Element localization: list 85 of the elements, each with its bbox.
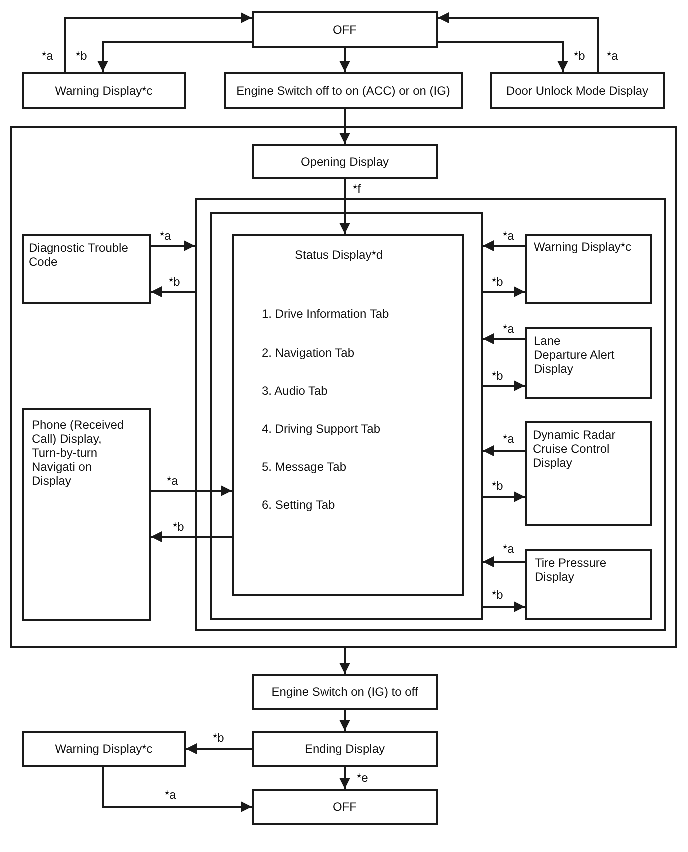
state-box bbox=[252, 731, 438, 767]
arrow bbox=[340, 648, 350, 674]
arrow bbox=[151, 286, 195, 298]
arrow bbox=[483, 446, 525, 456]
edge-label: *a bbox=[41, 49, 54, 63]
box-title: Status Display*d bbox=[295, 248, 384, 262]
arrow bbox=[64, 12, 252, 72]
state-box bbox=[525, 549, 652, 620]
arrow bbox=[483, 286, 525, 298]
box-label: Diagnostic Trouble Code bbox=[29, 241, 130, 269]
edge-label: *a bbox=[502, 432, 516, 446]
box-label: Warning Display*c bbox=[55, 742, 153, 756]
box-label: Ending Display bbox=[304, 742, 386, 756]
arrow bbox=[483, 240, 525, 252]
arrow bbox=[98, 41, 252, 72]
box-label: Dynamic Radar Cruise Control Display bbox=[533, 428, 617, 470]
state-box bbox=[525, 421, 652, 526]
tab-list-item: 3. Audio Tab bbox=[262, 384, 328, 398]
tab-list-item: 5. Message Tab bbox=[262, 460, 346, 474]
edge-label: *a bbox=[164, 788, 178, 802]
arrow bbox=[102, 767, 252, 812]
arrow bbox=[151, 486, 232, 496]
box-label: OFF bbox=[333, 800, 357, 814]
box-label: Warning Display*c bbox=[55, 84, 153, 98]
box-label: Lane Departure Alert Display bbox=[534, 334, 616, 376]
edge-label: *a bbox=[502, 322, 516, 336]
state-box bbox=[22, 234, 151, 304]
edge-label: *a bbox=[606, 49, 620, 63]
tab-list-item: 2. Navigation Tab bbox=[262, 346, 355, 360]
box-label: OFF bbox=[333, 22, 357, 36]
arrow bbox=[340, 179, 350, 234]
edge-label: *b bbox=[172, 520, 186, 534]
arrow bbox=[483, 492, 525, 502]
arrow bbox=[340, 710, 350, 731]
edge-label: *a bbox=[502, 229, 516, 243]
edge-label: *b bbox=[212, 731, 226, 745]
state-box bbox=[22, 731, 186, 767]
arrow bbox=[186, 744, 252, 754]
edge-label: *a bbox=[502, 542, 516, 556]
box-label: Engine Switch on (IG) to off bbox=[272, 685, 418, 699]
arrow bbox=[340, 48, 350, 72]
tab-list-item: 4. Driving Support Tab bbox=[262, 422, 381, 436]
state-box bbox=[525, 234, 652, 304]
edge-label: *b bbox=[491, 588, 504, 602]
edge-label: *e bbox=[356, 771, 370, 785]
tab-list-item: 6. Setting Tab bbox=[262, 498, 336, 512]
edge-label: *a bbox=[159, 229, 172, 243]
state-box bbox=[224, 72, 463, 109]
group-frame bbox=[10, 126, 677, 648]
arrow bbox=[438, 41, 568, 72]
edge-label: *b bbox=[491, 479, 504, 493]
edge-label: *b bbox=[491, 275, 504, 289]
edge-label: *b bbox=[75, 49, 88, 63]
arrow bbox=[438, 12, 599, 72]
edge-label: *b bbox=[491, 369, 504, 383]
state-box bbox=[252, 144, 438, 179]
edge-label: *f bbox=[352, 182, 362, 196]
box-label: Warning Display*c bbox=[534, 240, 633, 254]
arrow bbox=[151, 240, 195, 252]
state-box bbox=[22, 72, 186, 109]
state-box bbox=[252, 11, 438, 48]
state-box bbox=[490, 72, 665, 109]
edge-label: *b bbox=[168, 275, 182, 289]
edge-label: *a bbox=[166, 474, 180, 488]
arrow bbox=[483, 556, 525, 568]
state-box bbox=[252, 789, 438, 825]
box-label: Door Unlock Mode Display bbox=[506, 84, 649, 98]
tab-list-item: 1. Drive Information Tab bbox=[262, 307, 390, 322]
box-label: Tire Pressure Display bbox=[535, 556, 608, 584]
arrow bbox=[483, 380, 525, 392]
edge-label: *b bbox=[573, 49, 586, 63]
state-box bbox=[232, 234, 464, 596]
state-box bbox=[525, 327, 652, 399]
box-label: Opening Display bbox=[300, 154, 390, 168]
arrow bbox=[151, 532, 232, 542]
state-box bbox=[252, 674, 438, 710]
arrow bbox=[340, 109, 350, 144]
box-label: Phone (Received Call) Display, Turn-by-turn Navigati on Display bbox=[32, 418, 126, 488]
arrow bbox=[483, 334, 525, 344]
group-frame bbox=[195, 198, 666, 631]
state-box bbox=[22, 408, 151, 621]
group-frame bbox=[210, 212, 483, 620]
arrow bbox=[340, 767, 350, 789]
arrow bbox=[483, 602, 525, 612]
box-label: Engine Switch off to on (ACC) or on (IG) bbox=[236, 84, 450, 98]
